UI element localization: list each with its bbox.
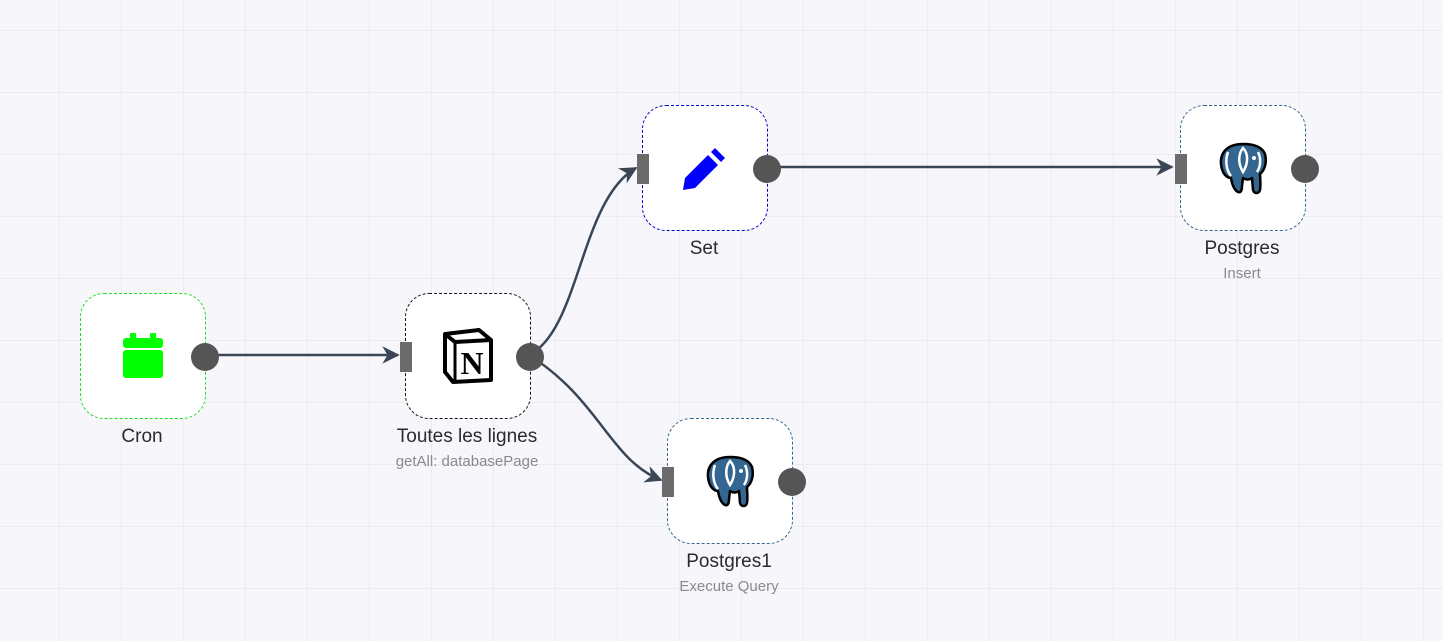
node-label-notion: Toutes les lignes xyxy=(396,426,538,447)
pencil-icon xyxy=(683,148,725,190)
node-label-cron: Cron xyxy=(121,426,163,447)
input-port[interactable] xyxy=(1175,154,1187,184)
node-cron[interactable] xyxy=(80,293,219,419)
postgres-elephant-icon xyxy=(1219,142,1268,195)
node-label-postgres1: Postgres1 xyxy=(686,551,772,572)
node-set[interactable] xyxy=(637,105,781,231)
output-port[interactable] xyxy=(778,468,806,496)
node-label-set: Set xyxy=(689,238,719,259)
calendar-icon xyxy=(123,333,163,378)
node-postgres1[interactable] xyxy=(662,418,806,544)
node-subtitle-postgres: Insert xyxy=(1223,265,1261,282)
svg-text:N: N xyxy=(460,345,483,381)
node-subtitle-notion: getAll: databasePage xyxy=(395,453,539,470)
notion-icon: N xyxy=(443,328,493,384)
node-notion[interactable]: N xyxy=(400,293,544,419)
output-port[interactable] xyxy=(753,155,781,183)
postgres-elephant-icon xyxy=(706,455,755,508)
input-port[interactable] xyxy=(637,154,649,184)
output-port[interactable] xyxy=(1291,155,1319,183)
connection-notion-to-set[interactable] xyxy=(528,166,638,357)
node-subtitle-postgres1: Execute Query xyxy=(679,578,779,595)
output-port[interactable] xyxy=(516,343,544,371)
output-port[interactable] xyxy=(191,343,219,371)
input-port[interactable] xyxy=(400,342,412,372)
input-port[interactable] xyxy=(662,467,674,497)
node-label-postgres: Postgres xyxy=(1204,238,1280,259)
connection-notion-to-postgres1[interactable] xyxy=(528,353,663,483)
node-postgres[interactable] xyxy=(1175,105,1319,231)
